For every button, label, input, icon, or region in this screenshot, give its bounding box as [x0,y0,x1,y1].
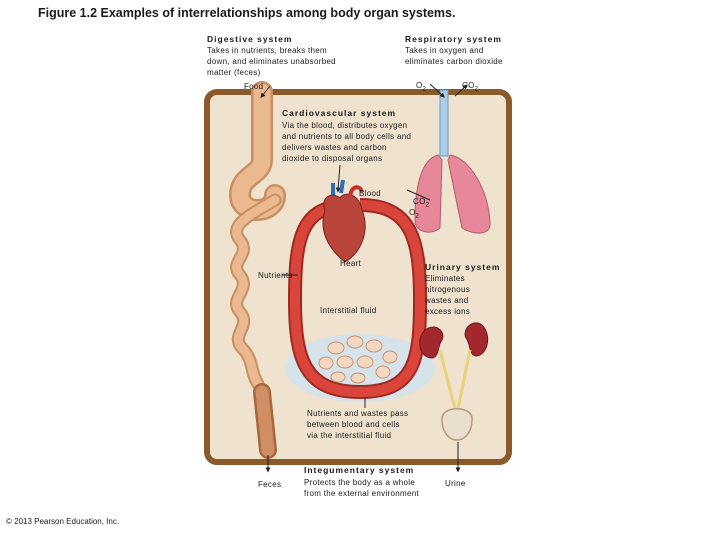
kidneys [419,322,489,359]
interstitial-fluid-label: Interstitial fluid [320,306,377,315]
respiratory-system-heading: Respiratory system [405,34,502,44]
digestive-tract [228,81,286,459]
urine-label: Urine [445,479,466,488]
heart [322,179,366,263]
co2-label-lung: CO2 [413,197,430,209]
trachea [439,89,449,157]
digestive-system-description: Takes in nutrients, breaks them down, an… [207,46,336,77]
blood-vessel-loop [287,198,428,400]
blood-label: Blood [359,189,381,198]
respiratory-system-description: Takes in oxygen and eliminates carbon di… [405,46,503,66]
lungs [414,154,491,234]
integumentary-system-description: Protects the body as a whole from the ex… [304,478,419,498]
o2-label-top: O2 [416,81,427,93]
nutrients-label: Nutrients [258,271,293,280]
bladder [441,408,473,441]
heart-label: Heart [340,259,362,268]
cardiovascular-system-heading: Cardiovascular system [282,108,397,118]
ureters [438,349,472,409]
co2-label-top: CO2 [462,81,479,93]
flow-arrows [260,83,468,473]
tissue-cells [318,335,398,384]
o2-label-lung: O2 [409,208,420,220]
copyright-notice: © 2013 Pearson Education, Inc. [6,517,120,526]
urinary-system-description: Eliminates nitrogenous wastes and excess… [425,274,471,316]
food-label: Food [244,82,264,91]
integumentary-system-heading: Integumentary system [304,465,415,475]
cardiovascular-system-description: Via the blood, distributes oxygen and nu… [282,121,412,163]
urinary-system-heading: Urinary system [425,262,501,272]
exchange-description: Nutrients and wastes pass between blood … [307,409,409,440]
feces-label: Feces [258,480,282,489]
digestive-system-heading: Digestive system [207,34,293,44]
figure-title: Figure 1.2 Examples of interrelationship… [38,6,456,20]
